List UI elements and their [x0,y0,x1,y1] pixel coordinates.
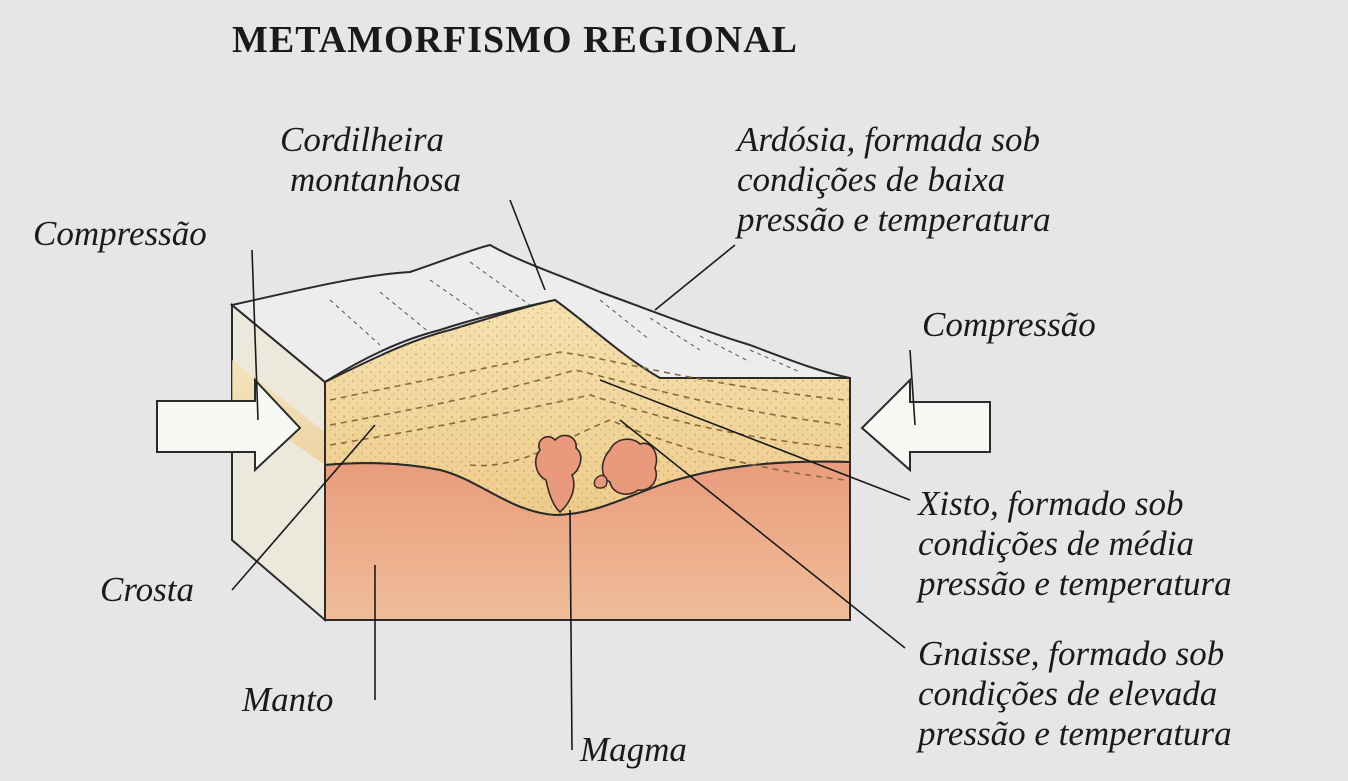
label-cordilheira-line: Cordilheira [280,120,461,160]
label-compressao-right: Compressão [922,305,1096,345]
label-gnaisse-line: Gnaisse, formado sob [918,634,1232,674]
label-ardosia-line: pressão e temperatura [737,200,1051,240]
label-ardosia: Ardósia, formada sob condições de baixa … [737,120,1051,240]
label-compressao-left: Compressão [33,214,207,254]
label-crosta: Crosta [100,570,194,610]
diagram-title: METAMORFISMO REGIONAL [232,18,798,62]
label-magma: Magma [580,730,687,770]
label-ardosia-line: Ardósia, formada sob [737,120,1051,160]
label-manto: Manto [242,680,333,720]
label-xisto-line: condições de média [918,524,1232,564]
label-gnaisse: Gnaisse, formado sob condições de elevad… [918,634,1232,754]
label-gnaisse-line: condições de elevada [918,674,1232,714]
label-xisto: Xisto, formado sob condições de média pr… [918,484,1232,604]
label-xisto-line: Xisto, formado sob [918,484,1232,524]
label-ardosia-line: condições de baixa [737,160,1051,200]
label-cordilheira: Cordilheira montanhosa [280,120,461,200]
label-gnaisse-line: pressão e temperatura [918,714,1232,754]
compression-arrow-right [862,380,990,470]
label-cordilheira-line: montanhosa [280,160,461,200]
label-xisto-line: pressão e temperatura [918,564,1232,604]
